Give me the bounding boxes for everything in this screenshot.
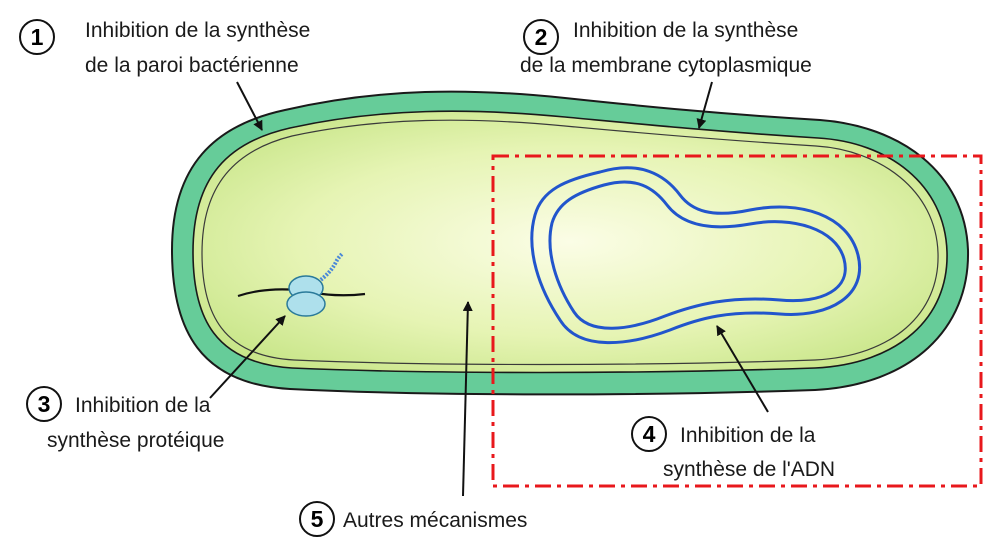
number-5: 5 xyxy=(311,506,324,532)
label-3-line1: Inhibition de la xyxy=(75,394,211,417)
label-1-line1: Inhibition de la synthèse xyxy=(85,19,310,42)
number-4: 4 xyxy=(643,421,656,447)
label-3: 3 Inhibition de la synthèse protéique xyxy=(27,387,224,452)
label-1: 1 Inhibition de la synthèse de la paroi … xyxy=(20,19,310,77)
number-3: 3 xyxy=(38,391,51,417)
label-1-line2: de la paroi bactérienne xyxy=(85,54,299,77)
number-2: 2 xyxy=(535,24,548,50)
label-4-line1: Inhibition de la xyxy=(680,424,816,447)
label-4: 4 Inhibition de la synthèse de l'ADN xyxy=(632,417,835,481)
label-3-line2: synthèse protéique xyxy=(47,429,224,452)
label-2-line1: Inhibition de la synthèse xyxy=(573,19,798,42)
label-5-line1: Autres mécanismes xyxy=(343,509,527,532)
label-2-line2: de la membrane cytoplasmique xyxy=(520,54,812,77)
label-5: 5 Autres mécanismes xyxy=(300,502,527,536)
number-1: 1 xyxy=(31,24,44,50)
ribosome-small-subunit xyxy=(287,292,325,316)
label-4-line2: synthèse de l'ADN xyxy=(663,458,835,481)
label-2: 2 Inhibition de la synthèse de la membra… xyxy=(520,19,812,77)
